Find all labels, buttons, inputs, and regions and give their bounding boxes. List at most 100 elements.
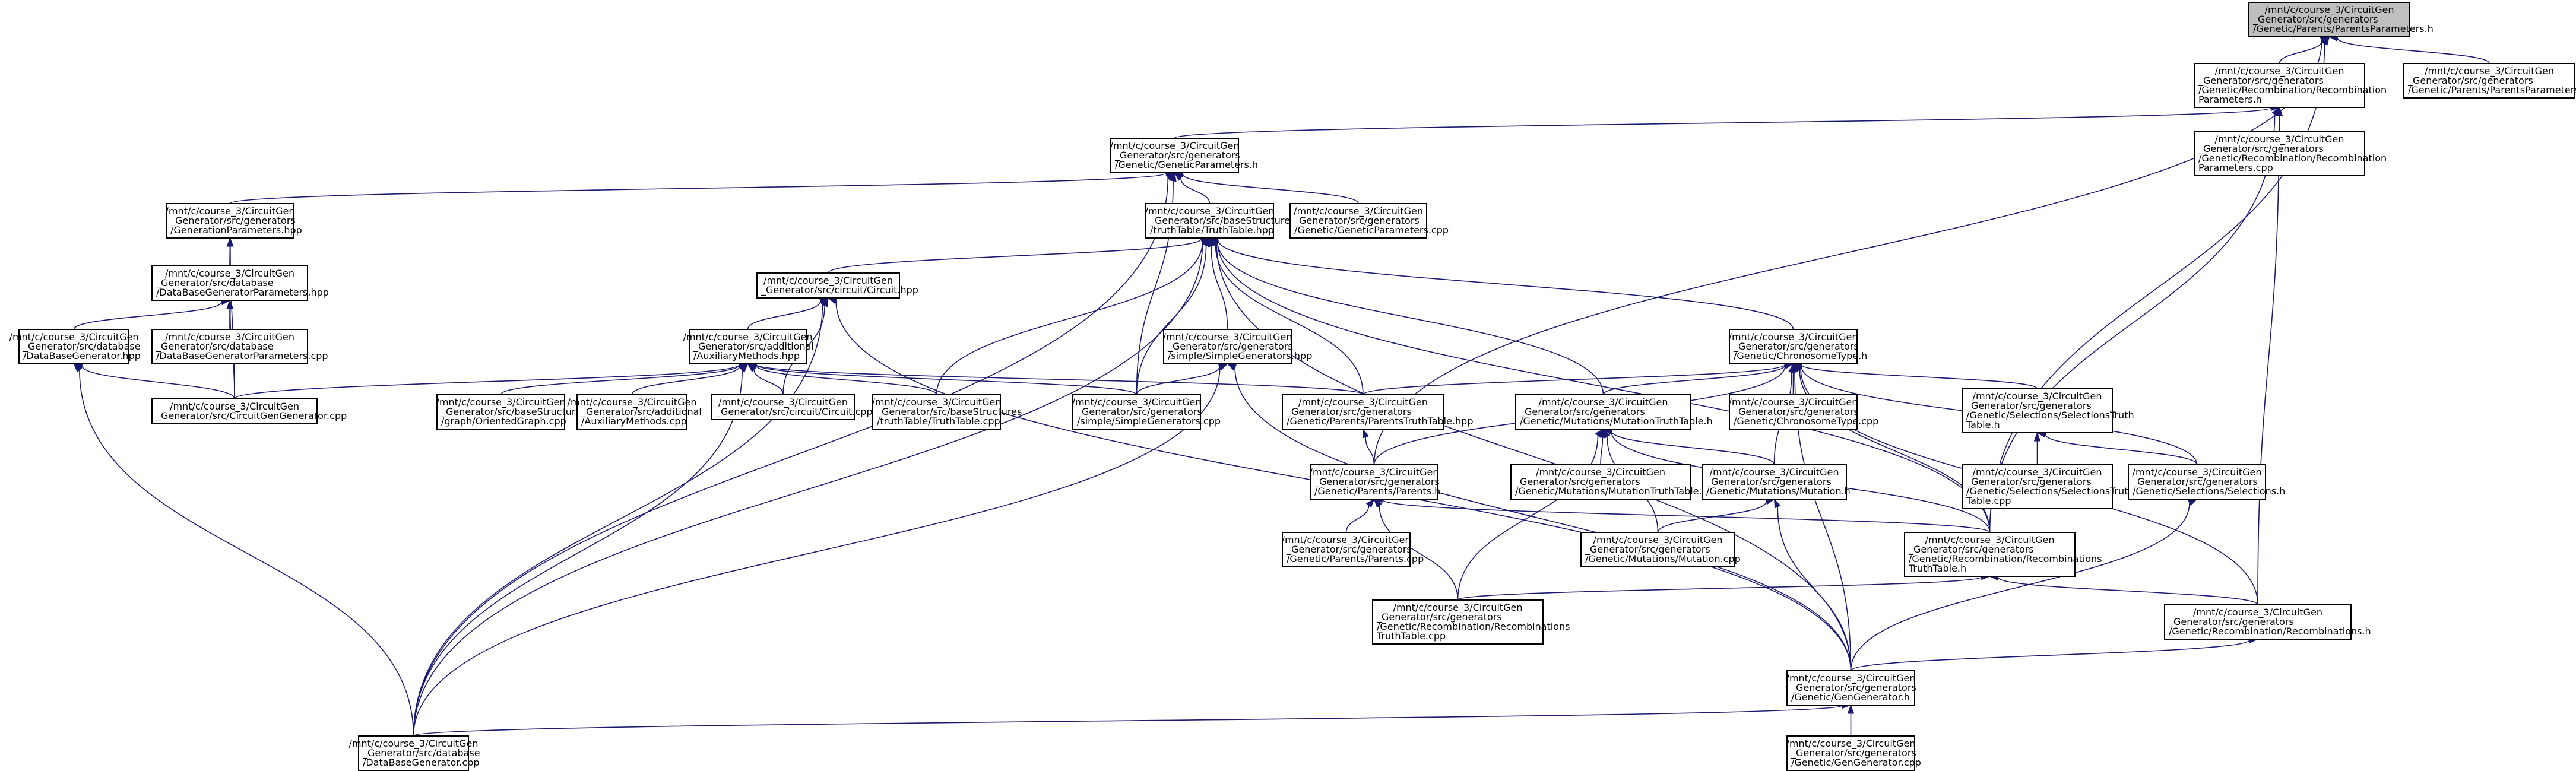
node-box — [1786, 670, 1915, 706]
dependency-edge — [2337, 37, 2490, 64]
dependency-edge — [747, 300, 821, 330]
node-label-line: /mnt/c/course_3/CircuitGen — [165, 268, 294, 280]
node-box — [18, 329, 129, 364]
dependency-edge — [2045, 434, 2198, 465]
file-node[interactable]: /mnt/c/course_3/CircuitGen_Generator/src… — [1962, 464, 2134, 509]
file-node[interactable]: /mnt/c/course_3/CircuitGen_Generator/src… — [1786, 670, 1916, 706]
file-node[interactable]: /mnt/c/course_3/CircuitGen_Generator/src… — [9, 329, 141, 364]
file-node[interactable]: /mnt/c/course_3/CircuitGen_Generator/src… — [2248, 2, 2434, 37]
file-node[interactable]: /mnt/c/course_3/CircuitGen_Generator/src… — [711, 394, 873, 420]
node-label-line: _Generator/src/generators — [170, 215, 296, 227]
node-label-line: /Genetic/Recombination/Recombinations — [1377, 621, 1570, 632]
dependency-edge — [2257, 115, 2280, 605]
file-node[interactable]: /mnt/c/course_3/CircuitGen_Generator/src… — [1310, 464, 1441, 500]
node-label-line: _Generator/src/database — [362, 747, 480, 759]
dependency-edge — [79, 370, 414, 737]
node-label-line: _Generator/src/generators — [1791, 682, 1916, 694]
node-label-line: /mnt/c/course_3/CircuitGen — [1310, 467, 1439, 478]
node-label-line: _Generator/src/generators — [1966, 476, 2092, 488]
node-box — [1729, 394, 1858, 430]
node-box — [689, 329, 807, 364]
node-label-line: /Genetic/GeneticParameters.cpp — [1294, 224, 1449, 236]
file-node[interactable]: /mnt/c/course_3/CircuitGen_Generator/src… — [1729, 329, 1868, 364]
file-node[interactable]: /mnt/c/course_3/CircuitGen_Generator/src… — [151, 329, 328, 364]
file-node[interactable]: /mnt/c/course_3/CircuitGen_Generator/src… — [1282, 532, 1424, 567]
file-node[interactable]: /mnt/c/course_3/CircuitGen_Generator/src… — [2164, 604, 2371, 640]
node-box — [1580, 532, 1735, 567]
node-label-line: /AuxiliaryMethods.hpp — [693, 350, 800, 361]
node-label-line: /mnt/c/course_3/CircuitGen — [1163, 331, 1292, 343]
node-label-line: /mnt/c/course_3/CircuitGen — [1539, 396, 1668, 408]
file-node[interactable]: /mnt/c/course_3/CircuitGen_Generator/src… — [1289, 203, 1449, 239]
file-node[interactable]: /mnt/c/course_3/CircuitGen_Generator/src… — [2194, 131, 2387, 176]
file-node[interactable]: /mnt/c/course_3/CircuitGen_Generator/src… — [166, 203, 302, 239]
node-label-line: /simple/SimpleGenerators.cpp — [1077, 415, 1221, 427]
node-label-line: /mnt/c/course_3/CircuitGen — [1110, 140, 1240, 152]
file-node[interactable]: /mnt/c/course_3/CircuitGen_Generator/src… — [151, 265, 329, 301]
node-label-line: /Genetic/Selections/SelectionsTruth — [1966, 410, 2134, 421]
dependency-edge — [1777, 506, 1852, 671]
node-label-line: /Genetic/Selections/SelectionsTruth — [1966, 486, 2134, 497]
file-node[interactable]: /mnt/c/course_3/CircuitGen_Generator/src… — [1786, 735, 1921, 771]
node-label-line: /mnt/c/course_3/CircuitGen — [436, 396, 566, 408]
file-node[interactable]: /mnt/c/course_3/CircuitGen_Generator/src… — [151, 398, 347, 424]
dependency-edge — [1850, 503, 2190, 671]
root-node-box — [2248, 2, 2410, 37]
node-label-line: /Genetic/Recombination/Recombinations.h — [2169, 626, 2371, 637]
dependency-edge — [753, 369, 784, 395]
node-label-line: _Generator/src/generators — [1733, 406, 1859, 418]
dependency-edge — [2279, 40, 2322, 64]
file-node[interactable]: /mnt/c/course_3/CircuitGen_Generator/src… — [1729, 394, 1879, 430]
node-label-line: /mnt/c/course_3/CircuitGen — [1729, 331, 1858, 343]
file-node[interactable]: /mnt/c/course_3/CircuitGen_Generator/src… — [1515, 394, 1713, 430]
arrow-head — [73, 363, 83, 373]
dependency-edge — [1602, 364, 1786, 395]
dependency-edge — [828, 238, 1202, 274]
file-node[interactable]: /mnt/c/course_3/CircuitGen_Generator/src… — [436, 394, 587, 430]
dependency-edge — [1457, 435, 1599, 601]
file-node[interactable]: /mnt/c/course_3/CircuitGen_Generator/src… — [1904, 532, 2102, 577]
node-label-line: /DataBaseGenerator.hpp — [23, 350, 141, 361]
arrow-head — [1365, 498, 1375, 508]
file-node[interactable]: /mnt/c/course_3/CircuitGen_Generator/src… — [683, 329, 814, 364]
node-label-line: _Generator/src/generators — [1294, 215, 1420, 227]
node-box — [576, 394, 687, 430]
node-box — [1163, 329, 1292, 364]
file-node[interactable]: /mnt/c/course_3/CircuitGen_Generator/src… — [2194, 63, 2387, 108]
node-box — [1282, 532, 1411, 567]
file-node[interactable]: /mnt/c/course_3/CircuitGen_Generator/src… — [1163, 329, 1313, 364]
node-label-line: _Generator/src/additional — [693, 341, 814, 353]
node-label-line: _Generator/src/generators — [2168, 616, 2294, 628]
file-node[interactable]: /mnt/c/course_3/CircuitGen_Generator/src… — [1372, 599, 1570, 645]
node-label-line: _Generator/src/generators — [1286, 544, 1412, 556]
node-label-line: /mnt/c/course_3/CircuitGen — [166, 205, 295, 217]
node-label-line: /Genetic/ChronosomeType.cpp — [1734, 415, 1878, 427]
node-label-line: /mnt/c/course_3/CircuitGen — [1294, 205, 1423, 217]
node-label-line: _Generator/src/generators — [1519, 406, 1645, 418]
node-label-line: /mnt/c/course_3/CircuitGen — [170, 401, 299, 413]
node-label-line: /mnt/c/course_3/CircuitGen — [568, 396, 697, 408]
node-label-line: /Genetic/Recombination/Recombinations — [1909, 553, 2102, 564]
file-node[interactable]: /mnt/c/course_3/CircuitGen_Generator/src… — [1145, 203, 1295, 239]
node-label-line: /mnt/c/course_3/CircuitGen — [1593, 534, 1723, 546]
node-label-line: /Genetic/Recombination/Recombination — [2198, 84, 2387, 96]
file-node[interactable]: /mnt/c/course_3/CircuitGen_Generator/src… — [756, 272, 918, 299]
node-label-line: /mnt/c/course_3/CircuitGen — [2265, 4, 2394, 16]
file-node[interactable]: /mnt/c/course_3/CircuitGen_Generator/src… — [1962, 388, 2134, 433]
file-node[interactable]: /mnt/c/course_3/CircuitGen_Generator/src… — [1702, 464, 1851, 500]
file-node[interactable]: /mnt/c/course_3/CircuitGen_Generator/src… — [2128, 464, 2285, 500]
node-label-line: Table.h — [1966, 419, 2000, 430]
file-node[interactable]: /mnt/c/course_3/CircuitGen_Generator/src… — [349, 735, 480, 771]
file-node[interactable]: /mnt/c/course_3/CircuitGen_Generator/src… — [1580, 532, 1741, 567]
file-node[interactable]: /mnt/c/course_3/CircuitGen_Generator/src… — [568, 394, 702, 430]
file-node[interactable]: /mnt/c/course_3/CircuitGen_Generator/src… — [872, 394, 1022, 430]
file-node[interactable]: /mnt/c/course_3/CircuitGen_Generator/src… — [2403, 63, 2576, 99]
file-node[interactable]: /mnt/c/course_3/CircuitGen_Generator/src… — [1282, 394, 1474, 430]
dependency-edge — [1379, 505, 1459, 601]
file-node[interactable]: /mnt/c/course_3/CircuitGen_Generator/src… — [1510, 464, 1719, 500]
file-node[interactable]: /mnt/c/course_3/CircuitGen_Generator/src… — [1072, 394, 1221, 430]
file-node[interactable]: /mnt/c/course_3/CircuitGen_Generator/src… — [1110, 138, 1259, 173]
arrow-head — [1200, 237, 1211, 246]
node-box — [151, 398, 318, 424]
